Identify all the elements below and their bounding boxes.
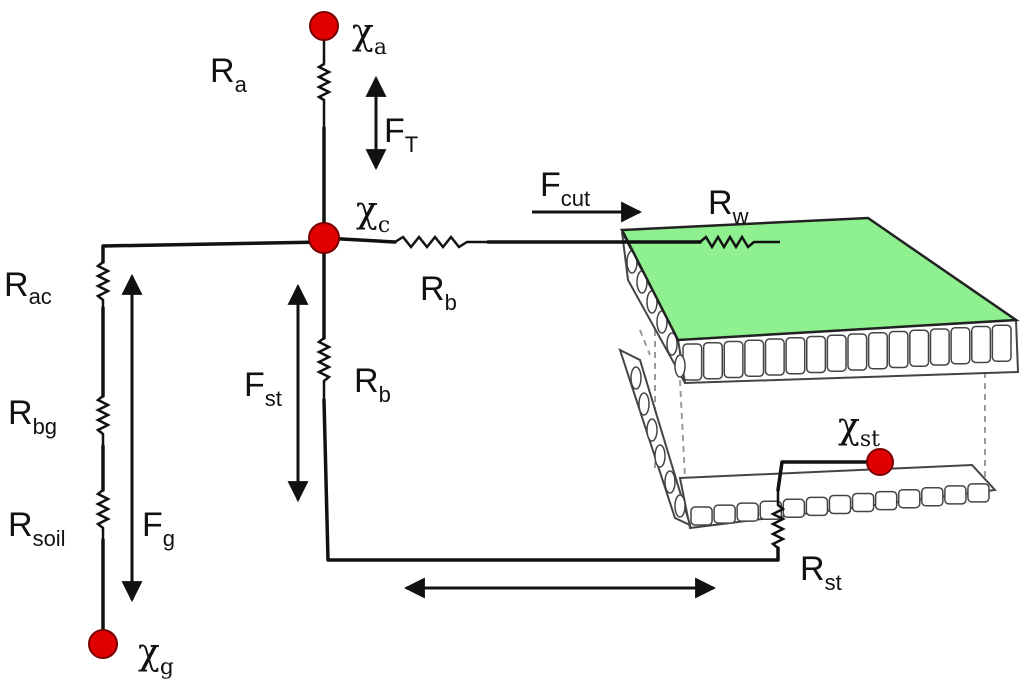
label-r-ac: Rac — [4, 266, 52, 309]
epidermal-cell — [888, 330, 909, 369]
epidermal-cell — [690, 506, 713, 526]
flux-arrows — [121, 75, 717, 603]
epidermal-cell — [909, 329, 930, 367]
resistor-rst — [770, 490, 786, 549]
epidermal-cell — [782, 498, 806, 519]
node-chi-a — [309, 11, 339, 41]
epidermal-cell — [991, 324, 1012, 362]
side-cell — [674, 494, 686, 518]
epidermal-cell — [944, 485, 967, 505]
node-chi-g — [88, 629, 118, 659]
epidermal-cell — [805, 496, 829, 517]
side-cell — [646, 418, 658, 442]
resistor-rb-horizontal — [394, 234, 488, 250]
epidermal-cell — [713, 504, 736, 524]
leaf-surface — [620, 216, 1020, 342]
label-f-st: Fst — [244, 366, 282, 411]
epidermal-cell — [967, 483, 990, 503]
label-chi-a: χa — [352, 12, 387, 60]
resistor-rac — [95, 261, 111, 308]
epidermal-cell — [785, 337, 806, 375]
epidermal-cell — [806, 335, 827, 374]
leaf-cross-section — [618, 216, 1020, 530]
side-cell — [654, 444, 666, 468]
epidermal-cell — [828, 494, 852, 515]
mesophyll-boundary-corner — [639, 329, 651, 356]
epidermal-cell — [847, 333, 868, 371]
label-r-b-vertical: Rb — [354, 362, 391, 407]
resistor-rb-vertical — [316, 337, 332, 400]
epidermal-cell — [744, 339, 765, 377]
label-f-g: Fg — [142, 506, 175, 551]
label-r-w: Rw — [708, 184, 749, 229]
wire-canopy-to-ground-branch — [101, 240, 326, 264]
label-chi-c: χc — [356, 190, 390, 238]
epidermal-cell — [702, 342, 723, 380]
left-side-cells — [618, 348, 692, 527]
side-cell — [666, 332, 678, 356]
label-r-bg: Rbg — [8, 394, 57, 439]
epidermal-cell — [921, 487, 944, 507]
epidermal-cell — [723, 340, 744, 379]
label-r-a: Ra — [210, 52, 248, 97]
epidermal-cell — [826, 334, 847, 372]
side-cell — [630, 366, 642, 390]
epidermal-cell — [874, 490, 898, 511]
epidermal-cell — [867, 332, 888, 370]
epidermal-cell — [851, 492, 875, 513]
side-cell — [638, 392, 650, 416]
mesophyll-boundary-inner — [679, 379, 686, 479]
labels: χa Ra FT χc Fcut Rw Rb Rac Fst Rb Rbg Rs… — [4, 12, 880, 680]
resistor-rbg — [95, 395, 111, 446]
label-r-st: Rst — [800, 550, 842, 595]
epidermal-cell — [764, 338, 785, 376]
resistor-rsoil — [95, 489, 111, 540]
concentration-nodes — [88, 11, 894, 659]
resistor-ra — [316, 40, 332, 128]
node-chi-c — [308, 222, 340, 254]
epidermal-cell — [897, 488, 921, 509]
epidermal-cell — [682, 343, 703, 381]
circuit-wires — [95, 40, 880, 642]
epidermal-cell — [950, 327, 971, 365]
node-chi-st — [866, 448, 894, 476]
wire-rst-to-stomata — [776, 460, 880, 492]
label-f-cut: Fcut — [540, 166, 590, 211]
label-r-soil: Rsoil — [8, 506, 66, 551]
epidermal-cell — [971, 325, 992, 364]
epidermal-cell — [929, 328, 950, 366]
wire-rb-to-rst — [322, 398, 780, 562]
epidermal-cell — [736, 502, 759, 522]
resistor-rw — [699, 234, 780, 250]
label-chi-g: χg — [138, 632, 174, 680]
side-cell — [674, 354, 686, 378]
side-cell — [664, 470, 676, 494]
lower-epidermis — [678, 463, 998, 530]
label-chi-st: χst — [838, 406, 880, 452]
label-f-t: FT — [384, 112, 418, 157]
label-r-b-horizontal: Rb — [420, 270, 457, 315]
